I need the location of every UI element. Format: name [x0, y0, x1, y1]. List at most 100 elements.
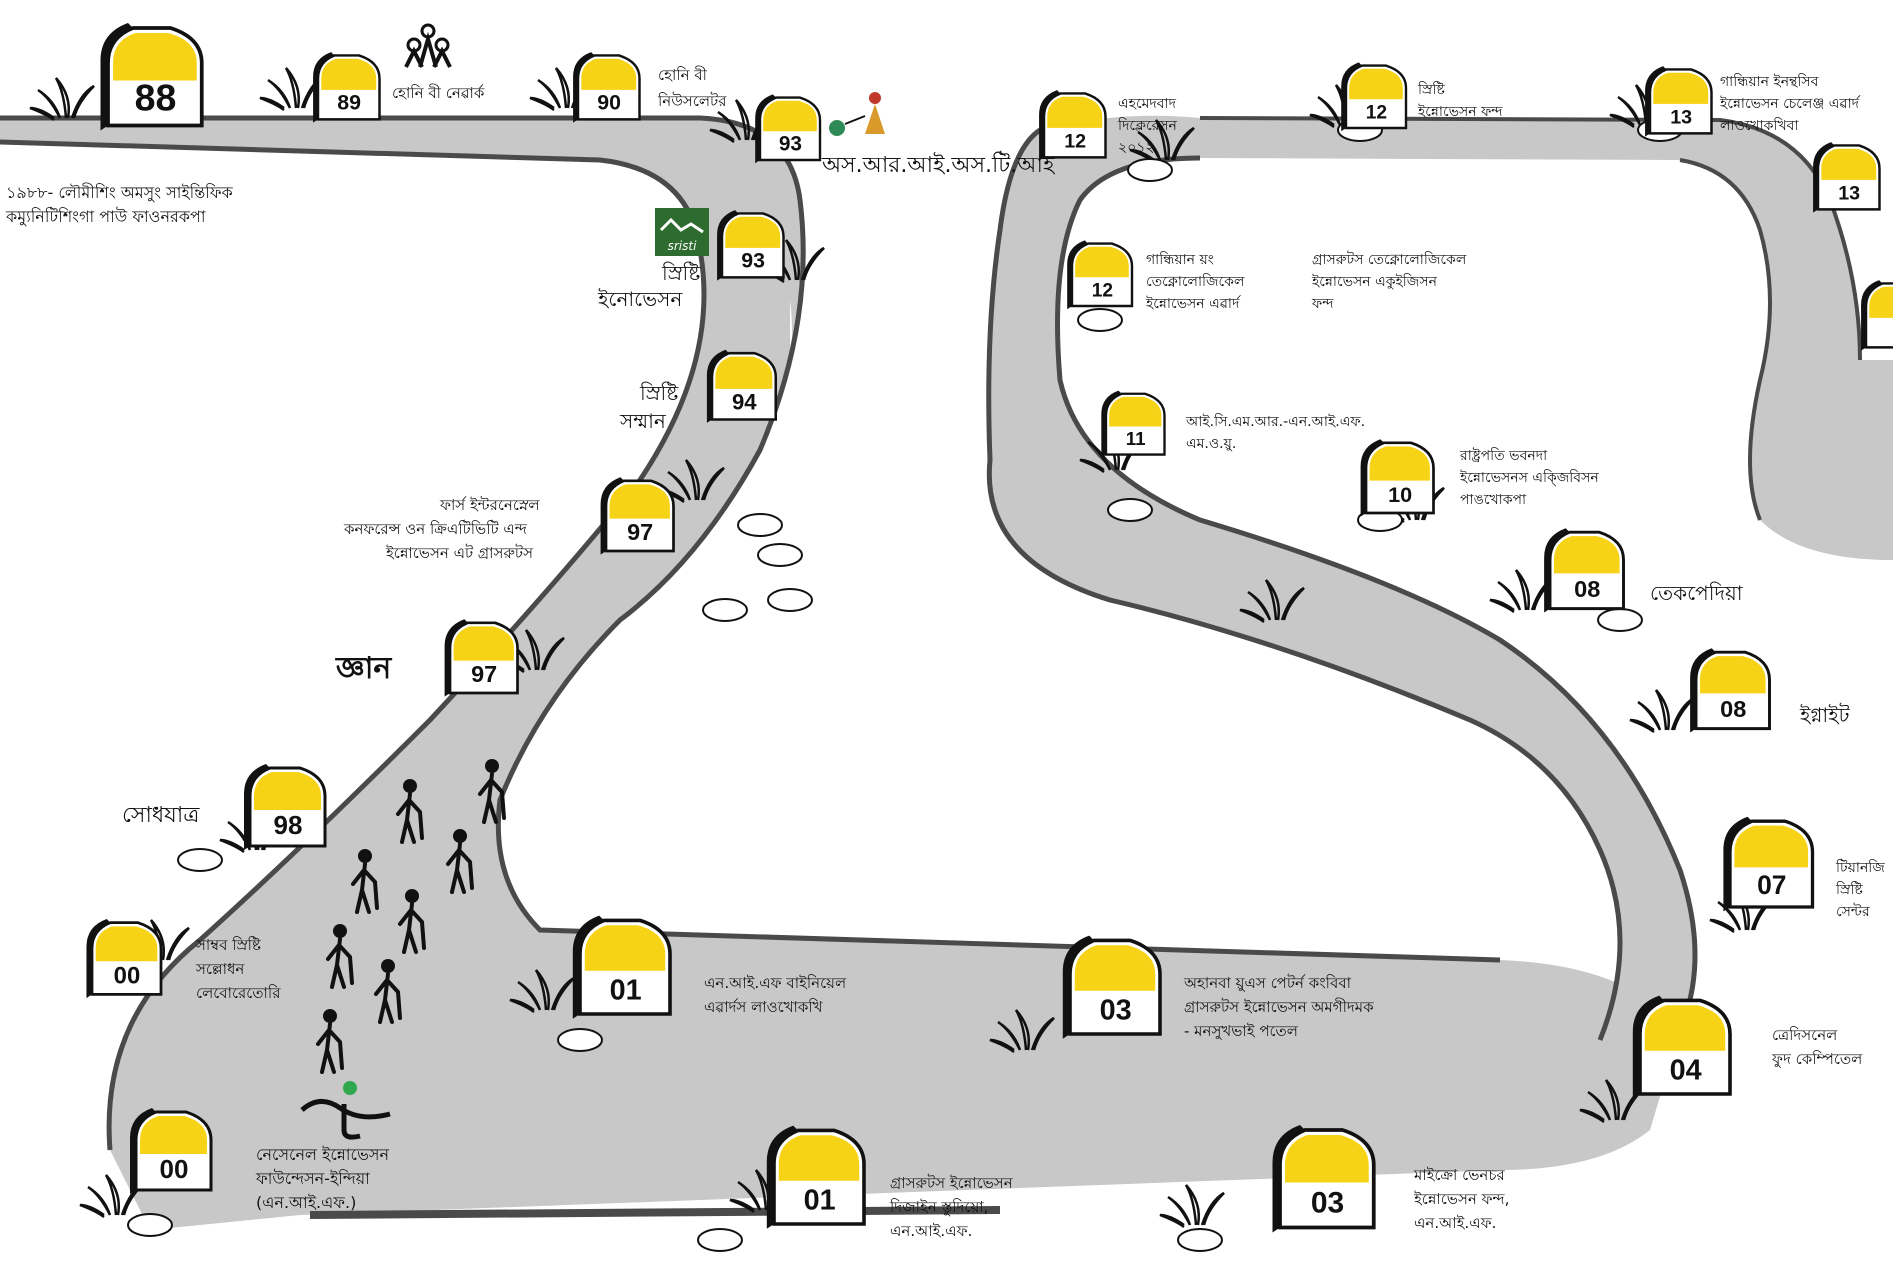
milestone-12-ahmedabad: 12: [1037, 88, 1107, 162]
milestone-number: 13: [1838, 183, 1860, 205]
milestone-label: ২০১২: [1118, 140, 1154, 156]
milestone-number: 08: [1720, 696, 1746, 722]
milestone-01-awards: 01: [570, 913, 672, 1021]
milestone-label: নেসেনেল ইন্নোভেসন: [256, 1145, 389, 1164]
milestone-01-studio: 01: [764, 1123, 866, 1231]
milestone-number: 04: [1670, 1055, 1702, 1087]
milestone-label: ইন্নোভেসনস এক্জিবিসন: [1459, 469, 1599, 486]
title-note: ১৯৮৮- লৌমীশিং অমসুং সাইন্তিফিক কম্যুনিটি…: [5, 183, 234, 226]
milestone-partial-edge: [1859, 278, 1893, 352]
milestone-label: (এন.আই.এফ.): [256, 1193, 356, 1212]
milestone-03-patent: 03: [1061, 933, 1162, 1041]
milestone-13-right: 13: [1811, 140, 1881, 214]
milestone-number: 08: [1574, 576, 1600, 602]
honey-bee-network-icon: [404, 23, 452, 68]
milestone-98: 98: [242, 762, 327, 852]
milestone-label: ইন্নোভেসন ফন্দ,: [1413, 1190, 1509, 1208]
nif-logo: [300, 1081, 391, 1140]
milestone-number: 01: [804, 1185, 836, 1217]
milestone-label: ইগ্নাইট: [1799, 703, 1851, 727]
sristi-logo-text: sristi: [668, 239, 697, 253]
milestone-label: গ্রাসরুটস ইন্নোভেসন অমগীদমক: [1184, 998, 1374, 1016]
milestone-label: সেন্টর: [1836, 903, 1870, 920]
milestone-number: 10: [1388, 482, 1412, 507]
milestone-label: নিউসলেটর: [657, 92, 727, 110]
milestone-label: সল্লোধন: [195, 960, 245, 978]
milestone-00-nif: 00: [128, 1106, 213, 1196]
milestone-label: গান্ধিয়ান ইনন্থসিব: [1720, 73, 1819, 90]
milestone-label: জ্ঞান: [335, 651, 392, 686]
milestone-label: দিজাইন স্তুদিয়ো,: [889, 1198, 988, 1216]
milestone-label: ফার্স ইন্টরনেস্নেল: [439, 496, 540, 514]
milestone-label: ত্রেদিসনেল: [1772, 1026, 1838, 1044]
milestone-label: ইন্নোভেসন চেলেঞ্জ এৱার্দ: [1719, 95, 1861, 112]
milestone-number: 13: [1670, 107, 1692, 129]
grassroots-acq-note: ফন্দ: [1311, 296, 1334, 312]
milestone-label: হোনি বী: [658, 66, 708, 84]
milestone-label: সাম্বব স্রিষ্টি: [195, 936, 262, 954]
milestone-number: 97: [471, 661, 497, 687]
milestone-94: 94: [705, 348, 778, 425]
milestone-number: 98: [274, 810, 303, 840]
milestone-number: 00: [114, 962, 141, 989]
milestone-label: পাঙখোকপা: [1460, 492, 1527, 508]
milestone-label: ইন্নোভেসন এট গ্রাসরুটস: [385, 544, 534, 562]
road: [0, 115, 1893, 1230]
milestone-label: অস.আর.আই.অস.টি.আই: [821, 151, 1056, 178]
milestone-03-microventure: 03: [1270, 1123, 1376, 1235]
milestone-88: 88: [98, 21, 204, 133]
milestone-label: হোনি বী নেৱার্ক: [392, 84, 485, 102]
milestone-number: 93: [779, 132, 802, 155]
milestone-label: ইন্নোভেসন ফন্দ: [1417, 103, 1503, 120]
milestone-number: 88: [135, 77, 177, 119]
milestone-90: 90: [571, 50, 641, 124]
milestone-label: তেক্নোলোজিকেল: [1146, 273, 1245, 290]
milestone-label: মাইক্রো ভেনচর: [1413, 1166, 1505, 1184]
title-note-line1: ১৯৮৮- লৌমীশিং অমসুং সাইন্তিফিক: [6, 183, 234, 202]
milestone-label: অহানবা য়ুএস পেটর্ন কংবিবা: [1183, 974, 1352, 992]
milestone-label: - মনসুখভাই পতেল: [1184, 1022, 1299, 1040]
milestone-number: 11: [1126, 428, 1146, 449]
milestone-label: এন.আই.এফ বাইনিয়েল: [704, 974, 847, 992]
milestone-number: 00: [160, 1154, 189, 1184]
milestone-number: 90: [597, 91, 621, 115]
milestone-12-gyti: 12: [1065, 239, 1134, 311]
milestone-label: গান্ধিয়ান য়ং: [1146, 251, 1214, 268]
milestone-label: লেবোরেতোরি: [196, 984, 281, 1002]
grassroots-acq-note: ইন্নোভেসন একুইজিসন: [1311, 273, 1438, 290]
milestone-08-techpedia: 08: [1542, 526, 1625, 614]
milestone-97-conference: 97: [599, 475, 675, 556]
milestone-number: 01: [610, 975, 642, 1007]
milestone-label: স্রিষ্টি: [1417, 81, 1445, 98]
title-note-line2: কম্যুনিটিশিংগা পাউ ফাওনরকপা: [5, 207, 206, 226]
milestone-label: টিয়ানজি: [1835, 859, 1885, 876]
milestone-label: ইনোভেসন: [597, 287, 683, 311]
milestone-label: এৱার্দস লাওখোকখি: [704, 998, 824, 1016]
milestone-number: 03: [1311, 1187, 1344, 1220]
milestone-04: 04: [1631, 993, 1732, 1101]
milestone-label: এন.আই.এফ.: [890, 1222, 972, 1240]
milestone-number: 12: [1064, 131, 1086, 153]
milestone-label: দিক্লেরেসন: [1117, 117, 1178, 134]
milestone-93-srisi: 93: [754, 93, 822, 165]
milestone-number: 89: [337, 91, 361, 115]
milestone-00-honey: 00: [85, 917, 163, 1000]
milestone-number: 07: [1757, 870, 1786, 900]
milestone-12-fund: 12: [1339, 61, 1408, 133]
milestone-number: 12: [1092, 280, 1113, 301]
milestone-label: সম্মান: [619, 409, 667, 433]
milestone-07: 07: [1721, 815, 1815, 914]
milestone-number: 03: [1100, 995, 1132, 1027]
milestone-93-sristi: 93: [715, 208, 785, 282]
milestone-label: এম.ও.য়ু.: [1186, 436, 1236, 452]
milestone-label: কনফরেন্স ওন ক্রিএটিভিটি এন্দ: [343, 520, 528, 538]
sristi-logo: sristi: [655, 208, 709, 256]
milestone-label: স্রিষ্টি: [1835, 881, 1863, 898]
milestone-label: স্রিষ্টি: [639, 381, 679, 405]
milestone-97-gyan: 97: [443, 617, 519, 698]
milestone-label: গ্রাসরুটস ইন্নোভেসন: [890, 1174, 1014, 1192]
milestone-label: স্রিষ্টি: [661, 261, 701, 285]
milestone-11: 11: [1100, 389, 1166, 459]
milestone-08-ignite: 08: [1688, 646, 1771, 734]
